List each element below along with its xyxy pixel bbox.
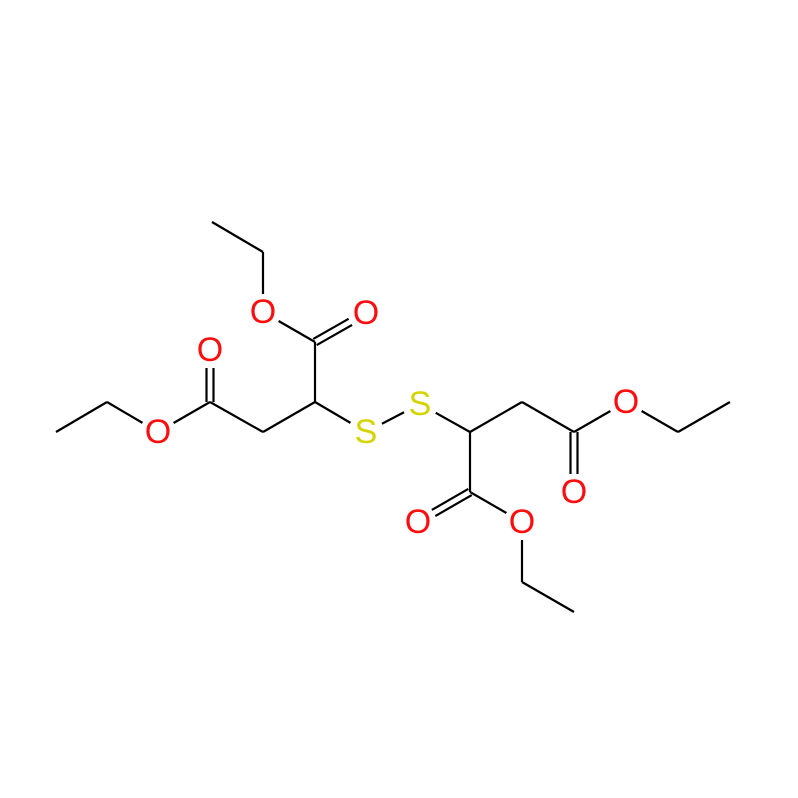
bond	[469, 491, 507, 514]
oxygen-atom-label: O	[561, 473, 587, 511]
bond	[435, 411, 471, 433]
bond	[521, 401, 575, 433]
bond	[278, 320, 316, 343]
bond	[469, 401, 523, 433]
oxygen-atom-label: O	[250, 293, 276, 331]
bond	[641, 410, 679, 433]
bond	[521, 581, 575, 613]
oxygen-atom-label: O	[197, 331, 223, 369]
bond	[262, 401, 316, 433]
bond	[314, 401, 352, 424]
bond	[434, 494, 473, 517]
bond	[573, 410, 611, 433]
oxygen-atom-label: O	[613, 383, 639, 421]
oxygen-atom-label: O	[405, 503, 431, 541]
bond	[55, 401, 108, 433]
sulfur-atom-label: S	[355, 413, 378, 451]
bond	[381, 411, 405, 425]
bond	[316, 323, 353, 346]
bond	[209, 401, 264, 433]
bond	[431, 488, 469, 511]
oxygen-atom-label: O	[509, 503, 535, 541]
bond	[312, 317, 350, 340]
bond	[106, 401, 144, 424]
oxygen-atom-label: O	[353, 294, 379, 332]
oxygen-atom-label: O	[145, 413, 171, 451]
bond	[677, 401, 731, 433]
sulfur-atom-label: S	[409, 385, 432, 423]
bond	[211, 221, 264, 253]
bond	[173, 401, 211, 424]
